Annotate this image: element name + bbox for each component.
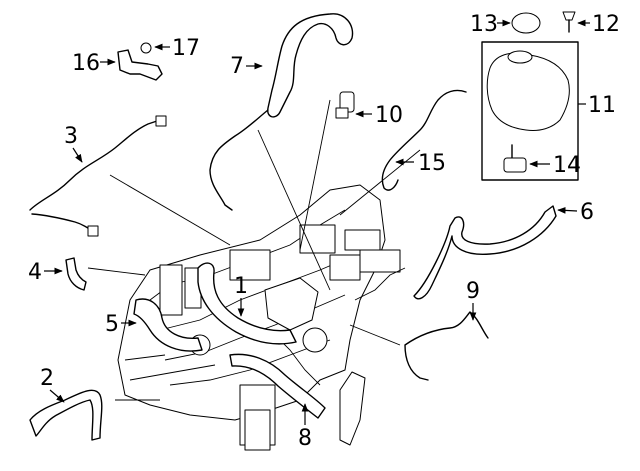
callout-16: 16 [72,51,100,76]
part-7-hose [267,13,354,118]
callout-11: 11 [588,93,616,118]
part-4-hose [65,257,87,291]
part-17-clip [140,42,152,54]
part-16-bracket [117,49,163,81]
part-14-sensor [503,144,527,173]
callout-15: 15 [418,151,446,176]
callout-1: 1 [234,274,248,299]
part-6-hose [413,205,557,300]
part-10-fitting [335,91,355,119]
part-3-harness [29,115,167,237]
part-8-lower-hose [229,353,326,419]
callout-10: 10 [375,103,403,128]
part-2-hose [29,389,103,441]
callout-13: 13 [470,12,498,37]
callout-14: 14 [553,153,581,178]
callout-5: 5 [105,312,119,337]
callout-17: 17 [172,36,200,61]
part-15-wire [381,89,467,191]
part-1-upper-hose [197,262,297,345]
part-12-bolt [562,11,576,33]
callout-8: 8 [298,426,312,451]
part-5-hose [133,298,203,352]
reservoir-box [481,41,579,181]
callout-4: 4 [28,260,42,285]
engine-assembly [117,184,406,451]
part-7-tube [209,109,269,211]
callout-6: 6 [580,200,594,225]
callout-3: 3 [64,124,78,149]
callout-12: 12 [592,12,620,37]
callout-9: 9 [466,279,480,304]
part-11-reservoir [486,52,570,131]
callout-7: 7 [230,54,244,79]
part-13-cap [511,12,541,34]
part-9-pipe [404,311,489,381]
callout-2: 2 [40,366,54,391]
